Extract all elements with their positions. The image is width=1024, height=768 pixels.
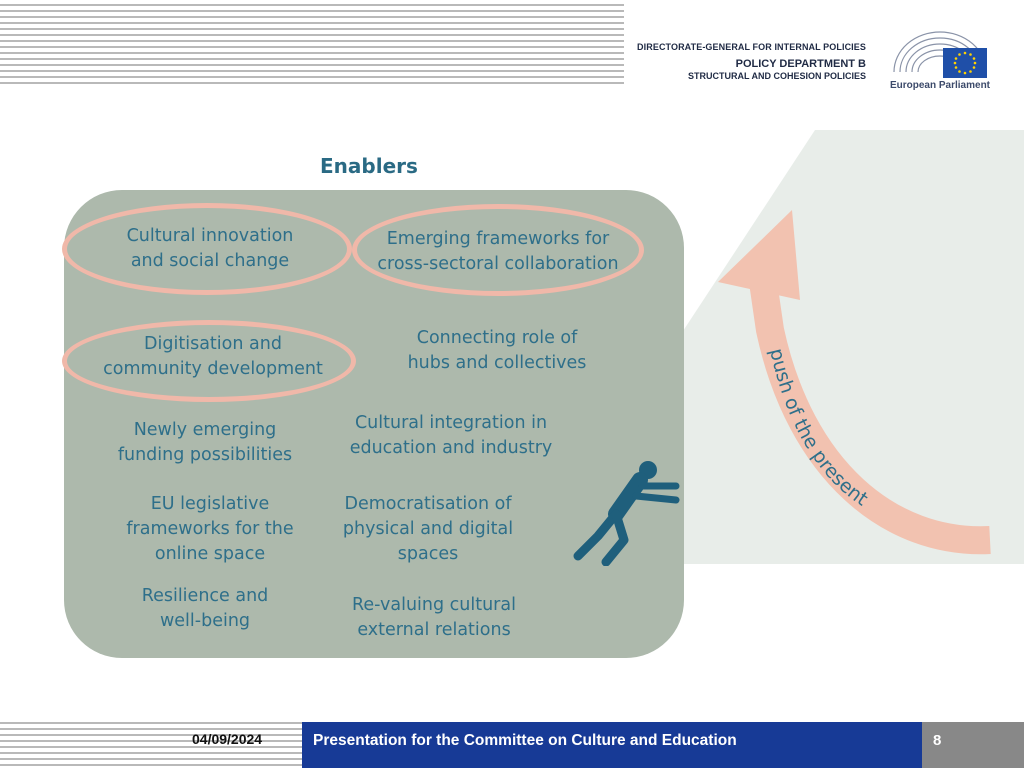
header-department: POLICY DEPARTMENT B [735,58,866,70]
enabler-democratisation: Democratisation of physical and digital … [342,494,514,564]
footer-presentation-title: Presentation for the Committee on Cultur… [313,732,737,749]
header-block: DIRECTORATE-GENERAL FOR INTERNAL POLICIE… [637,42,866,81]
enabler-cultural-integration: Cultural integration in education and in… [349,413,553,458]
header-directorate: DIRECTORATE-GENERAL FOR INTERNAL POLICIE… [637,42,866,52]
footer-stripes [0,722,302,768]
highlight-ring-cultural-innovation [62,203,352,295]
page-number: 8 [933,732,942,749]
pushing-person-icon [573,461,680,566]
european-parliament-logo-icon [893,31,987,78]
logo-name: European Parliament [889,80,991,91]
header-policies: STRUCTURAL AND COHESION POLICIES [687,71,866,81]
diagram-title: Enablers [320,154,418,178]
footer-page-box: 8 [922,722,1024,768]
push-arrow-shaft [748,272,991,555]
enabler-eu-legislative: EU legislative frameworks for the online… [126,494,294,564]
enabler-funding: Newly emerging funding possibilities [117,420,293,465]
push-arrow-head [718,210,800,300]
highlight-ring-digitisation [62,320,356,402]
enabler-resilience: Resilience and well-being [141,586,269,631]
enabler-connecting-role: Connecting role of hubs and collectives [407,328,587,373]
footer-date: 04/09/2024 [192,731,263,747]
highlight-ring-emerging-frameworks [352,204,644,296]
header-stripes [0,4,624,84]
enabler-revaluing: Re-valuing cultural external relations [352,595,516,640]
footer-presentation-bar: Presentation for the Committee on Cultur… [302,722,922,768]
